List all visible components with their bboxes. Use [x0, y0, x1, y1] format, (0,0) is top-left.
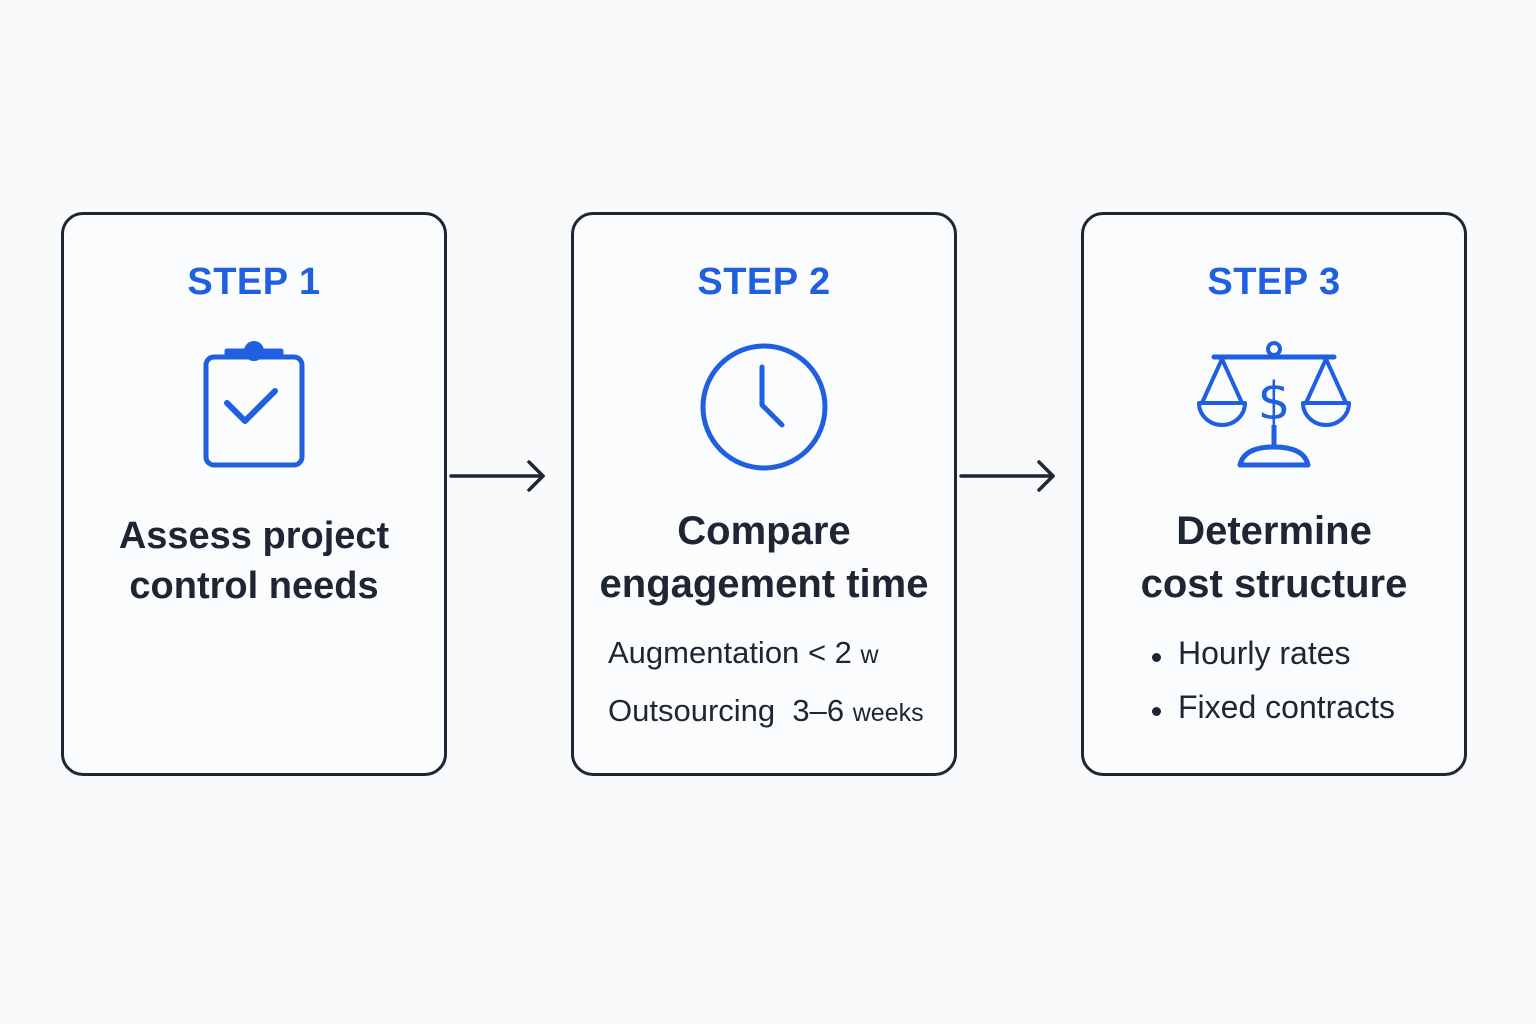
- step-label: STEP 3: [1207, 261, 1341, 303]
- title-line: engagement time: [599, 561, 929, 606]
- title-line: Compare: [677, 509, 851, 553]
- step-card-3: STEP 3 $ Determine cost structure Hourly…: [1081, 212, 1467, 776]
- arrow-right-icon: [959, 460, 1055, 492]
- title-line: Determine: [1176, 509, 1372, 553]
- clock-icon: [700, 343, 828, 471]
- step-title: Assess project control needs: [64, 511, 444, 611]
- list-item: Fixed contracts: [1144, 689, 1395, 743]
- title-line: control needs: [129, 565, 379, 608]
- step-label: STEP 1: [187, 261, 321, 303]
- detail-value: 3–6: [792, 693, 845, 728]
- title-line: Assess project: [118, 515, 390, 557]
- cost-structure-list: Hourly rates Fixed contracts: [1144, 635, 1395, 743]
- detail-name: Outsourcing: [608, 693, 776, 728]
- engagement-detail-outsourcing: Outsourcing 3–6 weeks: [608, 693, 924, 729]
- step-card-1: STEP 1 Assess project control needs: [61, 212, 447, 776]
- step-card-2: STEP 2 Compare engagement time Augmentat…: [571, 212, 957, 776]
- detail-name: Augmentation: [608, 635, 800, 670]
- step-label: STEP 2: [697, 261, 831, 303]
- step-title: Determine cost structure: [1084, 505, 1464, 611]
- scale-dollar-icon: $: [1197, 341, 1351, 468]
- arrow-right-icon: [449, 460, 545, 492]
- detail-value: < 2: [807, 635, 852, 670]
- detail-unit: weeks: [852, 699, 924, 727]
- step-title: Compare engagement time: [574, 505, 954, 611]
- engagement-detail-augmentation: Augmentation < 2 w: [608, 635, 879, 671]
- title-line: cost structure: [1140, 561, 1408, 606]
- clipboard-check-icon: [203, 341, 305, 468]
- list-item: Hourly rates: [1144, 635, 1395, 689]
- detail-unit: w: [860, 641, 879, 669]
- svg-text:$: $: [1257, 372, 1290, 432]
